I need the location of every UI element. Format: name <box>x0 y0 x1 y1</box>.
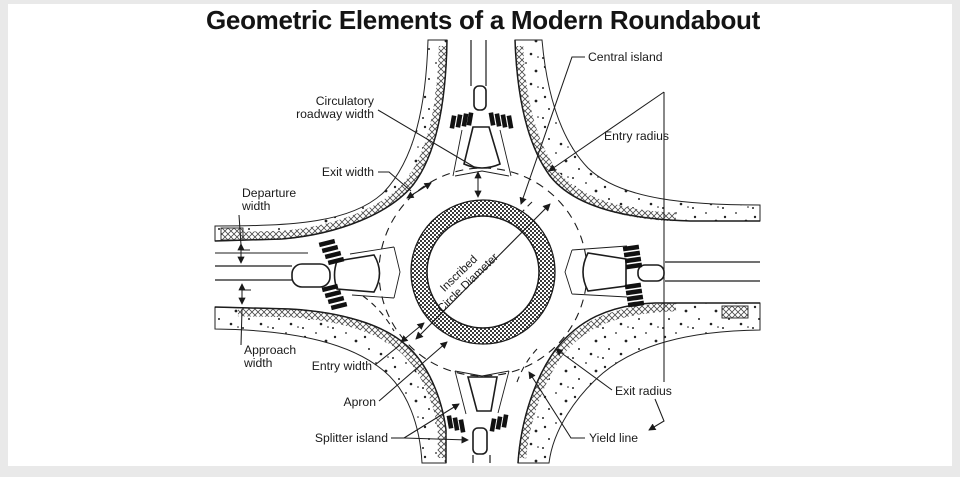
crosswalks <box>318 112 645 433</box>
hatch-patch-right-leg <box>721 305 749 319</box>
flare-top <box>452 129 512 177</box>
leader-exit-width <box>378 171 412 192</box>
crosswalk-bar <box>624 282 642 290</box>
leader-exit-radius-lower <box>648 398 665 431</box>
dim-exit-width <box>406 182 432 199</box>
crosswalk-left-leg <box>318 238 348 311</box>
crosswalk-bar <box>458 419 466 433</box>
median-lines <box>215 40 760 463</box>
crosswalk-bar <box>327 295 345 305</box>
dim-entry-width <box>400 322 425 343</box>
crosswalk-bar <box>623 250 641 258</box>
crosswalk-bar <box>488 112 496 126</box>
leader-splitter-lower <box>403 436 469 444</box>
crosswalk-right-leg <box>622 244 645 308</box>
diameter-arrow <box>415 203 551 340</box>
median-top-leg <box>470 40 487 86</box>
diagram: Inscribed Circle Diameter <box>214 39 761 464</box>
island-bottom-small <box>472 427 488 455</box>
leader-entry-radius <box>548 91 665 172</box>
flare-right <box>564 245 628 298</box>
approach-width-label-line2: width <box>243 356 272 370</box>
crosswalk-bar <box>330 301 348 311</box>
island-left-small <box>291 263 331 288</box>
leader-lines <box>237 56 665 444</box>
hatch-band-bottom-left <box>237 307 447 458</box>
leader-exit-radius <box>555 348 613 391</box>
island-right-small <box>637 264 665 282</box>
approach-width-label-line1: Approach <box>244 343 296 357</box>
hatch-band-top-right <box>514 45 677 222</box>
crosswalk-bar <box>495 416 503 430</box>
exit-radius-label: Exit radius <box>615 384 672 398</box>
leader-splitter-upper <box>403 403 460 439</box>
median-left-leg <box>215 265 292 281</box>
crosswalk-bar <box>622 244 640 252</box>
apron-label: Apron <box>343 395 376 409</box>
crosswalk-bar <box>626 294 644 302</box>
entry-radius-label: Entry radius <box>604 129 669 143</box>
crosswalk-bar <box>501 414 509 428</box>
leader-yield-line <box>528 371 585 439</box>
crosswalk-bar <box>321 244 339 254</box>
crosswalk-bar <box>324 289 342 299</box>
island-right-large <box>582 252 627 292</box>
circulatory-roadway-width-label-line2: roadway width <box>296 107 374 121</box>
curb-bottom-left <box>214 306 447 463</box>
crosswalk-bar <box>455 114 463 128</box>
leader-entry-width <box>374 344 401 366</box>
flare-bottom <box>454 370 510 415</box>
labels: Central island Circulatory roadway width… <box>241 50 672 445</box>
page-title: Geometric Elements of a Modern Roundabou… <box>206 5 761 35</box>
crosswalk-bar <box>446 415 454 429</box>
yield-dash-left-entry <box>362 295 395 332</box>
leader-apron <box>378 341 448 402</box>
yield-dash-bottom-entry <box>516 348 538 383</box>
curb-top-right <box>514 39 760 222</box>
crosswalk-bar <box>327 256 345 266</box>
crosswalk-bar <box>625 262 643 270</box>
flare-left <box>349 246 401 299</box>
leader-central-island <box>519 56 585 205</box>
splitter-island-label: Splitter island <box>315 431 388 445</box>
crosswalk-bottom-leg <box>446 414 509 433</box>
crosswalk-bar <box>489 418 497 432</box>
yield-line-label: Yield line <box>589 431 638 445</box>
island-bottom-large <box>466 376 498 412</box>
crosswalk-bar <box>321 283 339 293</box>
leader-circulatory-width <box>377 109 477 169</box>
crosswalk-bar <box>506 115 514 129</box>
splitter-islands <box>291 85 665 455</box>
circulatory-roadway-width-label-line1: Circulatory <box>316 94 375 108</box>
crosswalk-bar <box>466 112 474 126</box>
island-flare-lines <box>349 129 628 415</box>
entry-width-label: Entry width <box>312 359 372 373</box>
crosswalk-bar <box>625 288 643 296</box>
crosswalk-bar <box>627 300 645 308</box>
crosswalk-bar <box>449 115 457 129</box>
central-island-label: Central island <box>588 50 663 64</box>
crosswalk-top-leg <box>449 112 514 129</box>
exit-width-label: Exit width <box>322 165 374 179</box>
median-bottom-leg <box>472 455 491 463</box>
crosswalk-bar <box>318 238 336 248</box>
crosswalk-bar <box>500 114 508 128</box>
crosswalk-bar <box>494 113 502 127</box>
median-right-leg <box>665 261 760 282</box>
departure-width-label-line2: width <box>241 199 270 213</box>
island-left-large <box>333 254 381 293</box>
island-top-small <box>473 85 487 111</box>
crosswalk-bar <box>461 113 469 127</box>
crosswalk-bar <box>452 417 460 431</box>
departure-width-label-line1: Departure <box>242 186 296 200</box>
island-top-large <box>463 126 501 169</box>
crosswalk-bar <box>324 250 342 260</box>
crosswalk-bar <box>624 256 642 264</box>
